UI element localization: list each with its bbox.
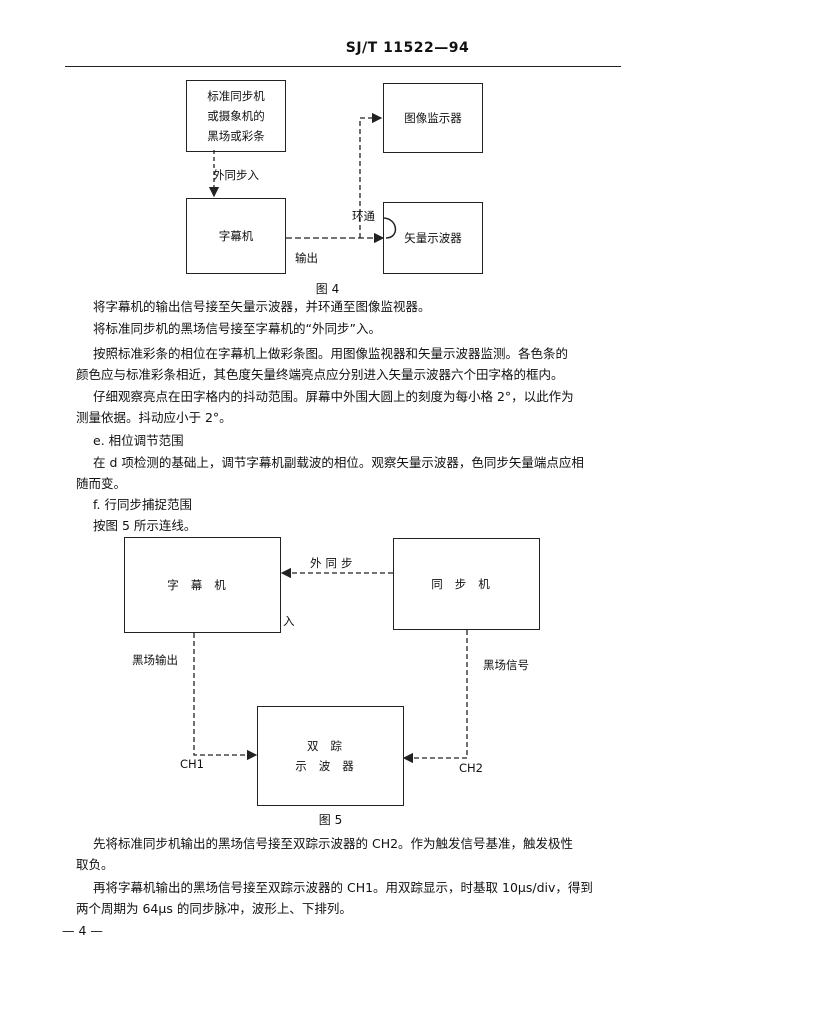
fig5-character-generator-box: 字幕机 [124,537,281,633]
paragraph-line: 两个周期为 64μs 的同步脉冲，波形上、下排列。 [76,901,352,916]
fig5-scope-label-line-2: 示波器 [295,759,366,773]
paragraph-line: 将标准同步机的黑场信号接至字幕机的“外同步”入。 [93,321,381,336]
fig4-character-generator-box: 字幕机 [186,198,286,274]
section-heading-e: e. 相位调节范围 [93,433,184,448]
fig4-loop-line [382,217,397,239]
document-number: SJ/T 11522—94 [345,40,470,56]
fig4-character-generator-label: 字幕机 [218,229,254,243]
header-rule [65,66,621,67]
fig4-standard-sync-line-3: 黑场或彩条 [207,129,265,143]
fig4-vectorscope-box: 矢量示波器 [383,202,483,274]
paragraph-line: 按照标准彩条的相位在字幕机上做彩条图。用图像监视器和矢量示波器监测。各色条的 [93,346,569,361]
fig5-ch2-line [402,630,468,764]
fig4-standard-sync-line-2: 或摄象机的 [207,109,265,123]
fig4-loop-up-line [359,112,383,238]
fig4-loop-label: 环通 [352,209,375,223]
fig4-ext-sync-label: 外同步入 [213,168,259,182]
fig5-scope-label-line-1: 双踪 [307,739,354,753]
fig4-standard-sync-line-1: 标准同步机 [207,89,265,103]
fig5-in-label: 入 [283,614,295,628]
paragraph-line: 先将标准同步机输出的黑场信号接至双踪示波器的 CH2。作为触发信号基准，触发极性 [93,836,574,851]
fig4-vectorscope-label: 矢量示波器 [404,231,462,245]
paragraph-line: 测量依据。抖动应小于 2°。 [76,410,232,425]
fig5-character-generator-label: 字幕机 [167,578,238,592]
fig4-monitor-label: 图像监示器 [404,111,462,125]
paragraph-line: 在 d 项检测的基础上，调节字幕机副载波的相位。观察矢量示波器，色同步矢量端点应… [93,455,584,470]
paragraph-line: 仔细观察亮点在田字格内的抖动范围。屏幕中外围大圆上的刻度为每小格 2°，以此作为 [93,389,574,404]
fig5-ch1-label: CH1 [180,757,204,771]
fig4-monitor-box: 图像监示器 [383,83,483,153]
paragraph-line: 随而变。 [76,476,127,491]
fig5-dual-trace-scope-box: 双踪 示波器 [257,706,404,806]
paragraph-line: 取负。 [76,857,114,872]
fig5-sync-generator-label: 同步机 [431,577,502,591]
fig5-ch1-line [193,633,258,761]
fig5-sync-generator-box: 同步机 [393,538,540,630]
paragraph-line: 再将字幕机输出的黑场信号接至双踪示波器的 CH1。用双踪显示，时基取 10μs/… [93,880,593,895]
paragraph-line: 按图 5 所示连线。 [93,518,197,533]
fig4-standard-sync-box: 标准同步机 或摄象机的 黑场或彩条 [186,80,286,152]
paragraph-line: 颜色应与标准彩条相近，其色度矢量终端亮点应分别进入矢量示波器六个田字格的框内。 [76,367,564,382]
section-heading-f: f. 行同步捕捉范围 [93,497,192,512]
page-number: — 4 — [62,923,103,938]
fig5-ext-sync-label: 外同步 [310,556,357,570]
fig5-caption: 图 5 [318,813,343,827]
fig4-caption: 图 4 [315,282,340,296]
fig5-black-signal-label: 黑场信号 [483,658,529,672]
paragraph-line: 将字幕机的输出信号接至矢量示波器，并环通至图像监视器。 [93,299,431,314]
fig5-black-out-label: 黑场输出 [132,653,178,667]
fig4-output-label: 输出 [295,251,318,265]
fig5-ch2-label: CH2 [459,761,483,775]
